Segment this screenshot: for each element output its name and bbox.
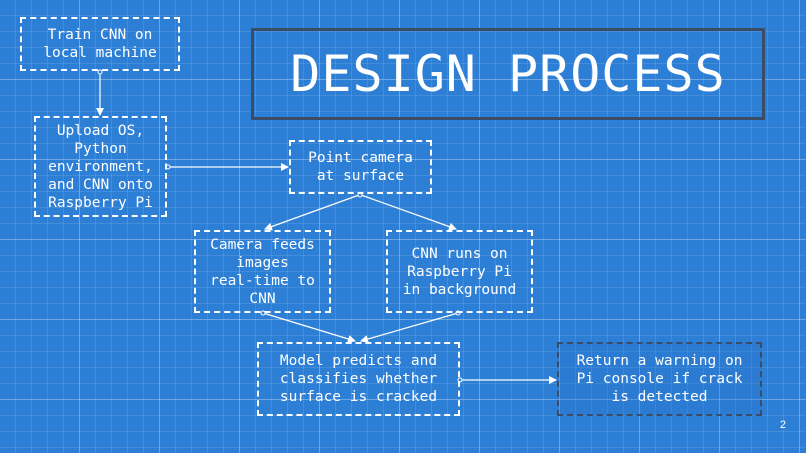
- page-number: 2: [779, 419, 786, 431]
- arrow-point-to-cnn: [360, 194, 457, 231]
- title-box: DESIGN PROCESS: [251, 28, 765, 120]
- node-camera-feeds: Camera feeds images real-time to CNN: [194, 230, 331, 313]
- arrow-point-to-camera: [264, 194, 360, 231]
- node-return-warning: Return a warning on Pi console if crack …: [557, 342, 762, 416]
- node-cnn-runs: CNN runs on Raspberry Pi in background: [386, 230, 533, 313]
- node-upload-os: Upload OS, Python environment, and CNN o…: [34, 116, 167, 217]
- node-point-camera: Point camera at surface: [289, 140, 432, 194]
- node-train-cnn: Train CNN on local machine: [20, 17, 180, 71]
- page-title: DESIGN PROCESS: [290, 45, 726, 103]
- node-model-predicts: Model predicts and classifies whether su…: [257, 342, 460, 416]
- arrow-camera-to-predict: [262, 312, 356, 343]
- arrow-cnn-to-predict: [360, 312, 459, 343]
